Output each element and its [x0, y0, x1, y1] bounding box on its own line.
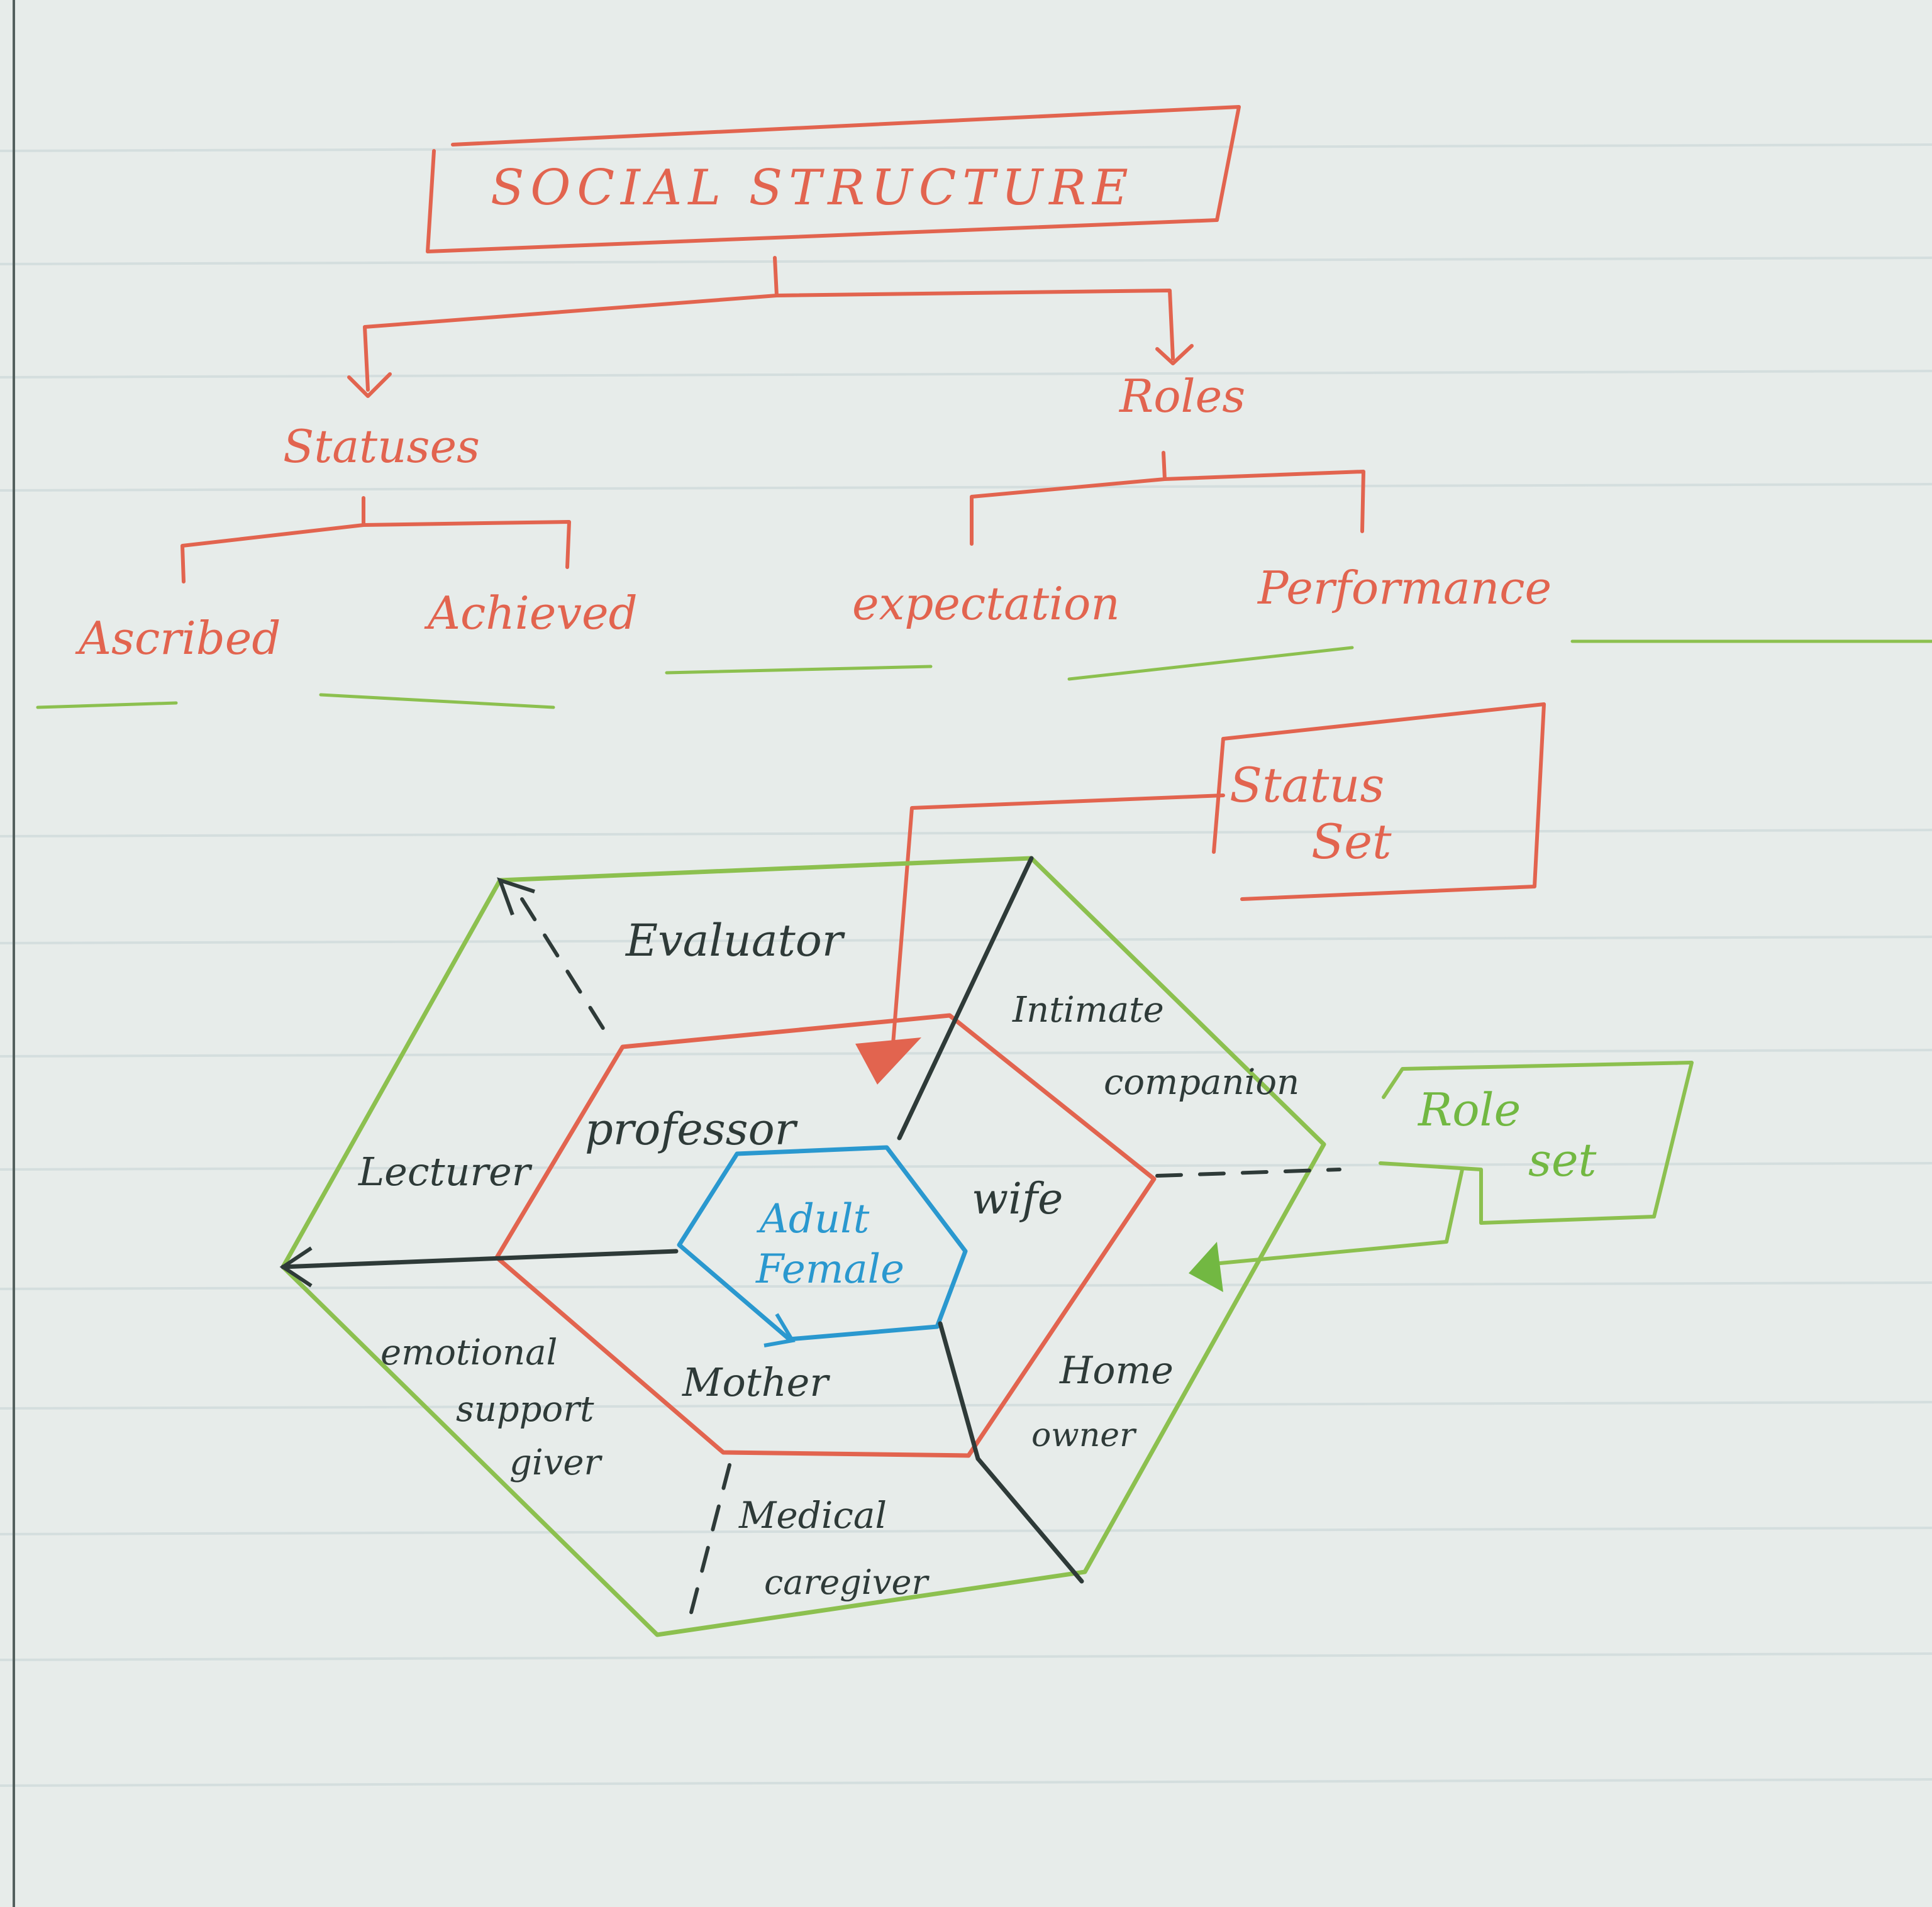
intimate-label-1: Intimate [1012, 990, 1164, 1031]
performance-label: Performance [1257, 561, 1552, 614]
role-set-pointer [1212, 1168, 1464, 1266]
role-set-label-1: Role [1417, 1083, 1521, 1136]
root-box [426, 105, 1241, 253]
roles-bracket-right [1163, 470, 1365, 533]
root-title: SOCIAL STRUCTURE [491, 160, 1135, 216]
medical-label-2: caregiver [764, 1562, 930, 1602]
home-label-2: owner [1031, 1417, 1137, 1454]
intimate-label-2: companion [1104, 1062, 1299, 1103]
emotional-label-3: giver [509, 1442, 603, 1483]
role-set-box [1379, 1061, 1694, 1225]
evaluator-label: Evaluator [625, 915, 845, 966]
section-dividers [36, 639, 1932, 709]
statuses-label: Statuses [283, 420, 480, 473]
ascribed-label: Ascribed [75, 612, 281, 665]
emotional-label-2: support [456, 1389, 594, 1430]
roles-label: Roles [1118, 370, 1245, 423]
center-label-1: Adult [757, 1196, 870, 1242]
statuses-bracket-right [362, 520, 571, 569]
status-set-arrowhead [855, 1037, 921, 1085]
lecturer-label: Lecturer [358, 1149, 533, 1195]
status-set-label-2: Set [1311, 814, 1392, 870]
role-set-label-2: set [1528, 1134, 1597, 1186]
emotional-label-1: emotional [380, 1332, 557, 1373]
status-set-label-1: Status [1230, 757, 1384, 813]
person-arrowhead [763, 1313, 796, 1347]
sector-dividers [280, 856, 1084, 1584]
statuses-bracket [180, 496, 365, 583]
mother-label: Mother [682, 1359, 830, 1405]
roles-bracket [970, 451, 1167, 546]
paper-ruling [0, 143, 1932, 1787]
center-label-2: Female [755, 1246, 904, 1293]
evaluator-arrowhead [497, 877, 535, 916]
roles-arrowhead [1155, 344, 1194, 365]
statuses-arrowhead [347, 372, 392, 398]
professor-label: professor [585, 1103, 798, 1155]
person-hexagon [677, 1145, 968, 1342]
dashed-guides [520, 897, 1341, 1624]
medical-label-1: Medical [738, 1494, 887, 1537]
roles-connector [775, 289, 1175, 360]
achieved-label: Achieved [424, 587, 638, 639]
wife-label: wife [972, 1175, 1063, 1224]
tree-lines [180, 105, 1546, 1046]
home-label-1: Home [1059, 1349, 1174, 1393]
role-set-arrowhead [1189, 1242, 1223, 1292]
status-set-arrow-line [891, 793, 1225, 1046]
expectation-label: expectation [852, 577, 1120, 630]
outer-left-arrowhead [279, 1246, 313, 1288]
root-connector [363, 256, 779, 392]
role-set-callout [1212, 1061, 1694, 1266]
status-set-box [1221, 702, 1546, 901]
